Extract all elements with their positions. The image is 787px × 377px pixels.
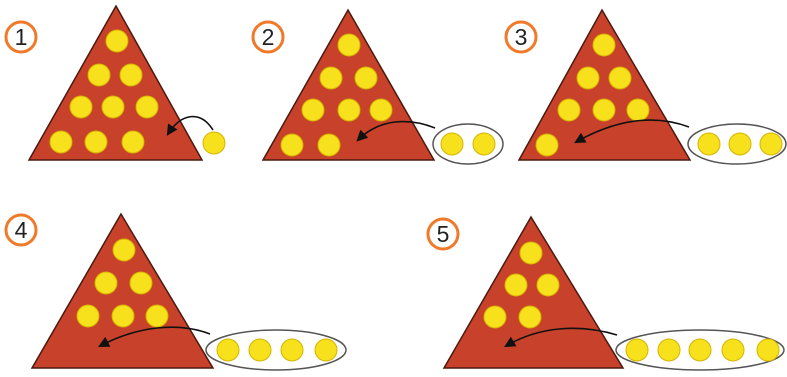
dot xyxy=(536,134,558,156)
dot xyxy=(318,134,340,156)
dot xyxy=(249,339,271,361)
panel-number: 1 xyxy=(15,24,28,50)
dot xyxy=(281,339,303,361)
removed-dots xyxy=(203,132,225,154)
number-badge-1: 1 xyxy=(6,22,36,52)
dot xyxy=(698,133,720,155)
dot xyxy=(146,305,168,327)
dot xyxy=(112,305,134,327)
dot xyxy=(88,64,110,86)
removed-dots xyxy=(626,339,779,361)
panel-number: 4 xyxy=(15,217,28,243)
triangle xyxy=(32,214,213,368)
panel-5: 5 xyxy=(428,217,784,370)
dot xyxy=(505,274,527,296)
dot xyxy=(102,96,124,118)
number-badge-2: 2 xyxy=(253,22,283,52)
panel-number: 3 xyxy=(515,24,528,50)
dot xyxy=(122,131,144,153)
dot xyxy=(136,96,158,118)
dot xyxy=(77,305,99,327)
panel-number: 5 xyxy=(437,221,450,247)
number-badge-5: 5 xyxy=(428,219,458,249)
dot xyxy=(537,274,559,296)
dot xyxy=(320,67,342,89)
dot xyxy=(130,272,152,294)
dot xyxy=(113,239,135,261)
dot xyxy=(593,99,615,121)
dot xyxy=(627,99,649,121)
dot xyxy=(370,99,392,121)
dot xyxy=(558,99,580,121)
dot xyxy=(302,99,324,121)
dot xyxy=(473,133,495,155)
dot xyxy=(338,34,360,56)
dot xyxy=(315,339,337,361)
number-badge-4: 4 xyxy=(6,215,36,245)
dot xyxy=(519,306,541,328)
dot xyxy=(609,67,631,89)
dot xyxy=(658,339,680,361)
removed-dots xyxy=(441,133,495,155)
dot xyxy=(577,67,599,89)
dot xyxy=(722,339,744,361)
removed-dots xyxy=(698,133,782,155)
dot xyxy=(217,339,239,361)
removed-dots xyxy=(217,339,337,361)
dot xyxy=(50,131,72,153)
panel-3: 3 xyxy=(506,10,786,164)
dot xyxy=(760,133,782,155)
dot xyxy=(689,339,711,361)
panel-4: 4 xyxy=(6,214,346,370)
dot xyxy=(593,34,615,56)
number-badge-3: 3 xyxy=(506,22,536,52)
dot xyxy=(120,64,142,86)
panel-number: 2 xyxy=(262,24,275,50)
dot xyxy=(95,272,117,294)
dot xyxy=(355,67,377,89)
dot xyxy=(757,339,779,361)
dot xyxy=(106,30,128,52)
panel-2: 2 xyxy=(253,10,503,164)
dot xyxy=(85,131,107,153)
dot xyxy=(338,99,360,121)
dot xyxy=(484,306,506,328)
dot xyxy=(70,96,92,118)
dot xyxy=(441,133,463,155)
panel-1: 1 xyxy=(6,6,225,160)
dot xyxy=(203,132,225,154)
dot xyxy=(520,242,542,264)
triangle xyxy=(444,217,623,368)
dot xyxy=(281,134,303,156)
dot xyxy=(729,133,751,155)
dot xyxy=(626,339,648,361)
